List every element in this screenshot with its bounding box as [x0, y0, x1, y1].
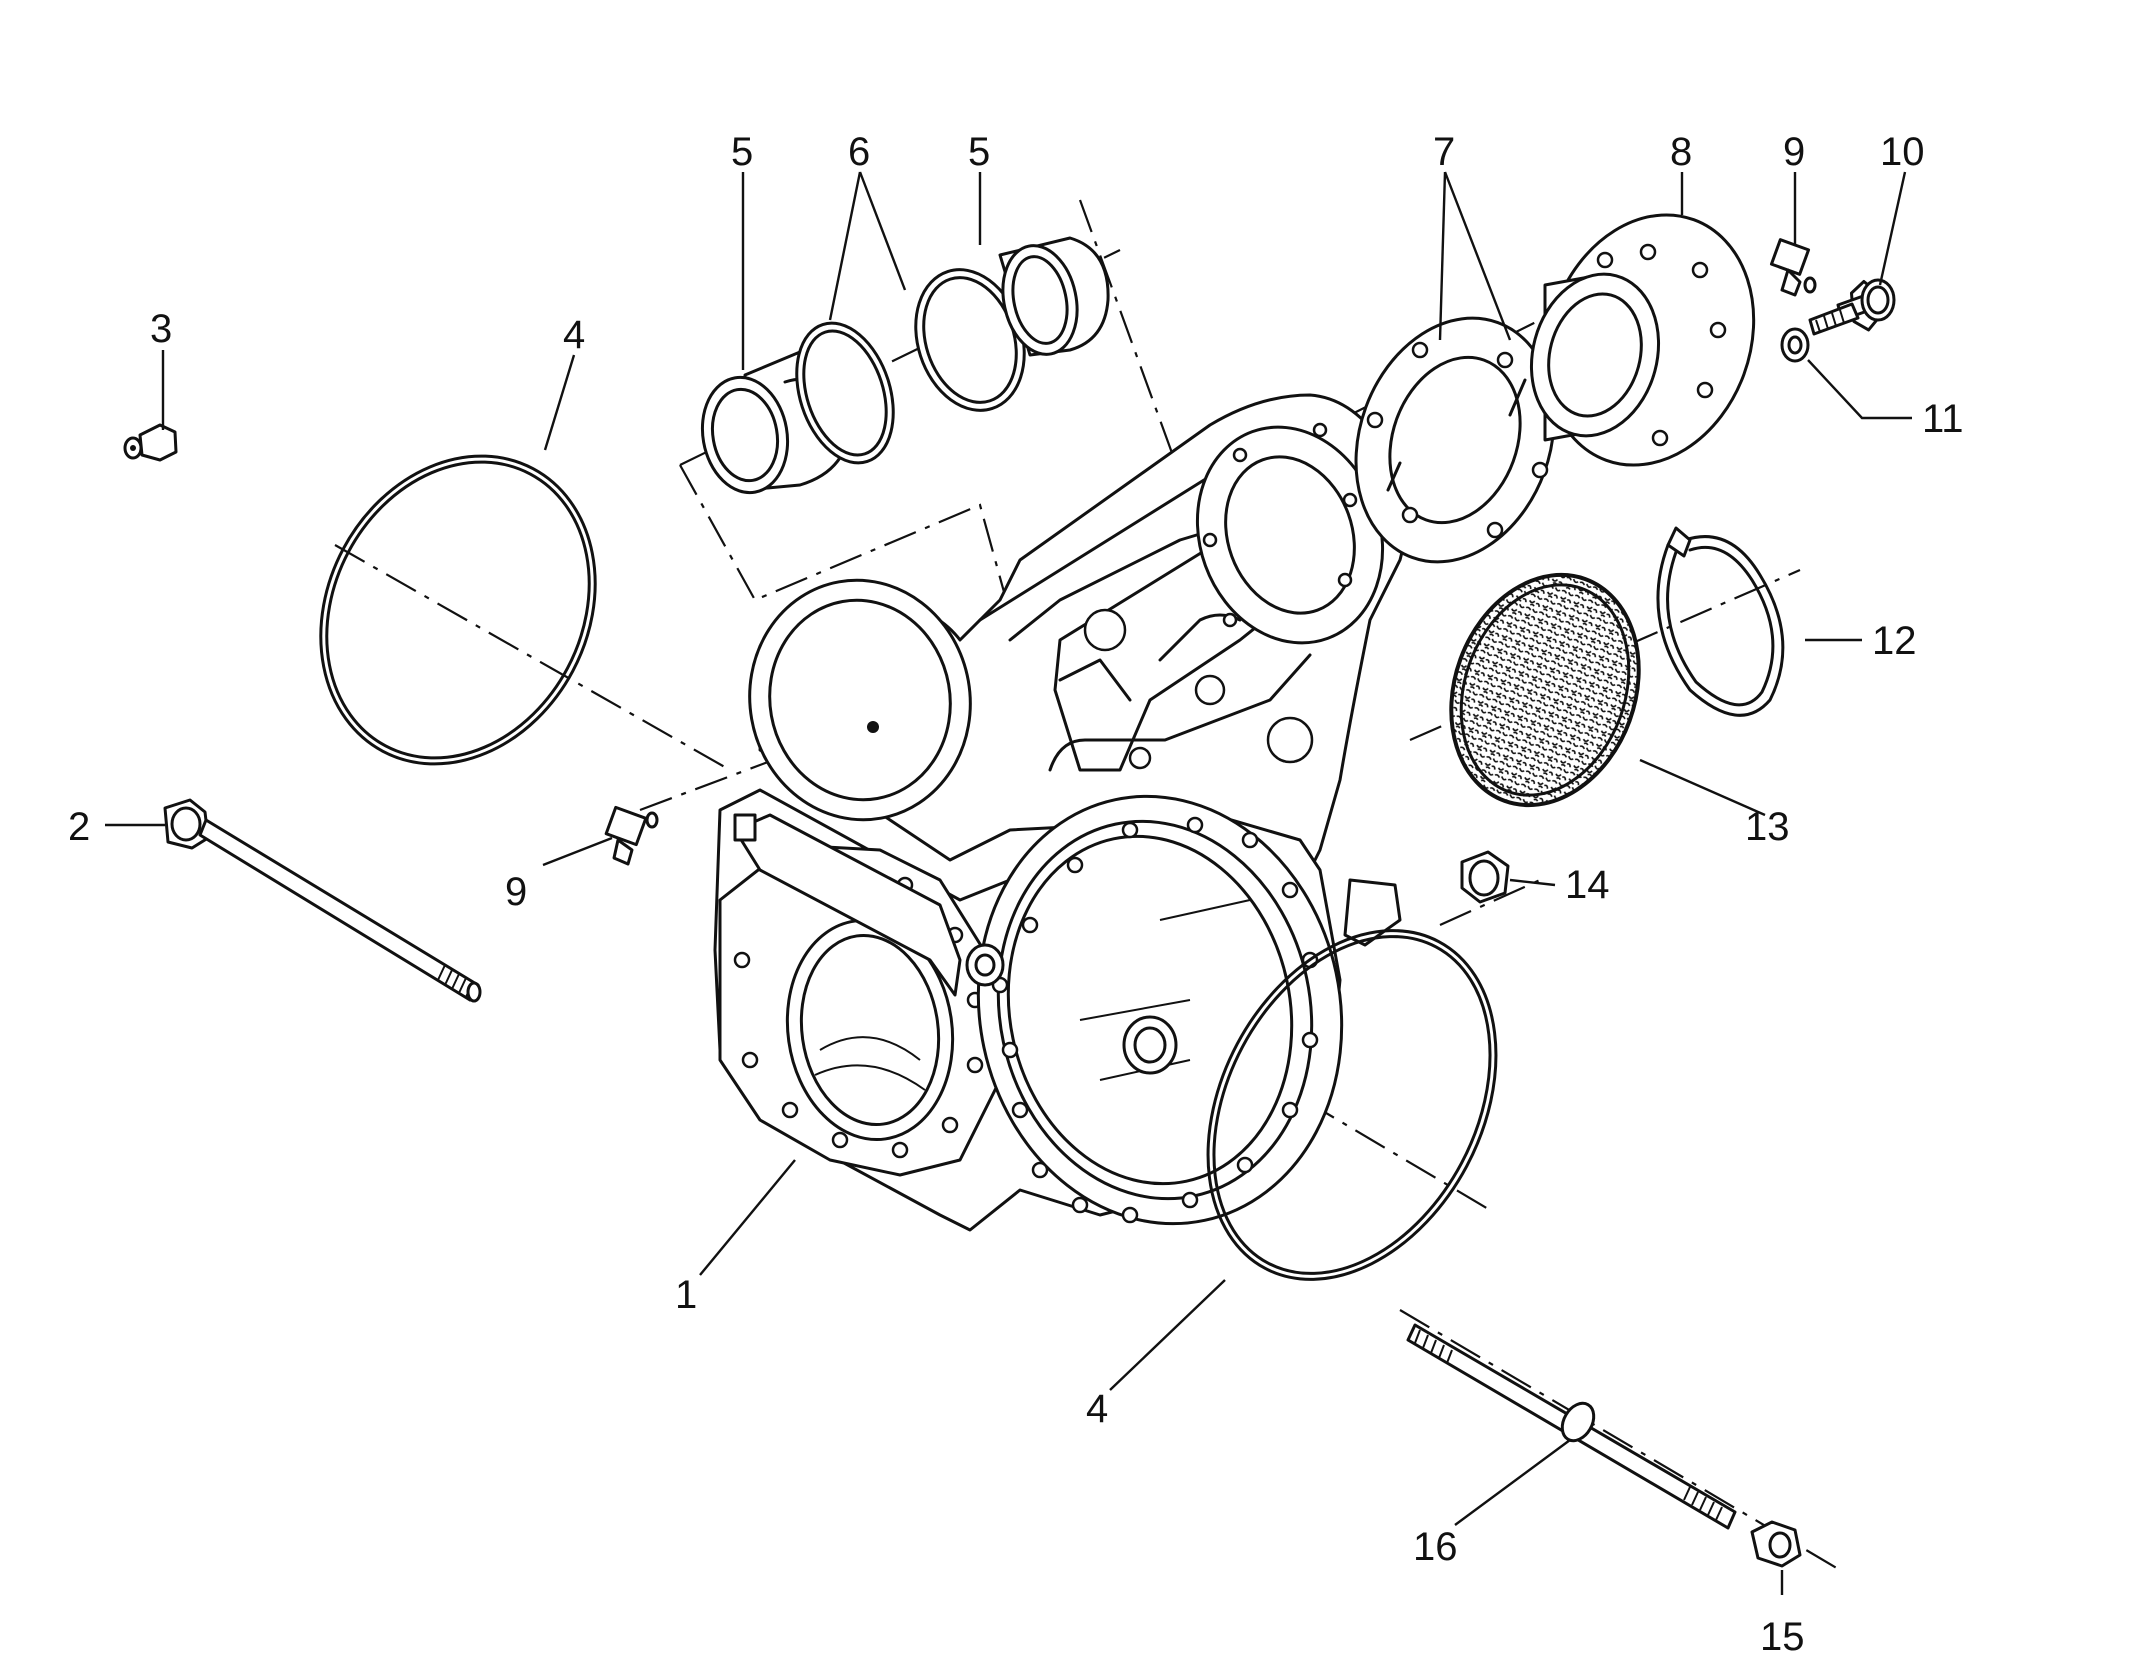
label-4-right: 4 [1086, 1387, 1108, 1431]
stud-part-16 [1406, 1323, 1737, 1530]
o-ring-part-4-left [319, 454, 597, 766]
label-1: 1 [675, 1273, 697, 1317]
o-ring-part-4-right [1206, 929, 1498, 1281]
label-5-right: 5 [968, 130, 990, 174]
plug-part-3 [123, 423, 178, 462]
label-5-left: 5 [731, 130, 753, 174]
bushing-part-5-right [998, 236, 1110, 357]
leader-lines [105, 171, 1912, 1595]
flange-cap-part-8 [1529, 213, 1756, 467]
label-4-left: 4 [563, 313, 585, 357]
nut-part-15 [1750, 1520, 1802, 1568]
filter-screen-part-13 [1449, 572, 1641, 808]
label-16: 16 [1413, 1525, 1458, 1569]
label-15: 15 [1760, 1615, 1805, 1659]
label-3: 3 [150, 307, 172, 351]
label-11: 11 [1922, 397, 1964, 441]
shim-plate-part-7 [1354, 316, 1556, 564]
label-10: 10 [1880, 130, 1925, 174]
label-2: 2 [68, 805, 90, 849]
label-13: 13 [1745, 805, 1790, 849]
grease-fitting-part-9-right [1769, 238, 1817, 297]
label-7: 7 [1433, 130, 1455, 174]
label-14: 14 [1565, 863, 1610, 907]
label-8: 8 [1670, 130, 1692, 174]
housing-part-1 [713, 393, 1412, 1232]
label-9-left: 9 [505, 870, 527, 914]
callout-labels: 1 2 3 4 4 5 5 6 7 8 9 9 10 11 12 13 14 1… [68, 130, 1964, 1659]
ring-part-6-left [795, 321, 895, 465]
grease-fitting-part-9-left [604, 805, 659, 866]
label-6: 6 [848, 130, 870, 174]
label-9-top: 9 [1783, 130, 1805, 174]
bolt-part-2 [163, 798, 482, 1003]
label-12: 12 [1872, 619, 1917, 663]
washer-part-11 [1780, 327, 1810, 363]
plug-part-14 [1460, 850, 1510, 904]
cap-screw-part-10 [1808, 278, 1896, 336]
snap-ring-part-12 [1656, 526, 1785, 717]
